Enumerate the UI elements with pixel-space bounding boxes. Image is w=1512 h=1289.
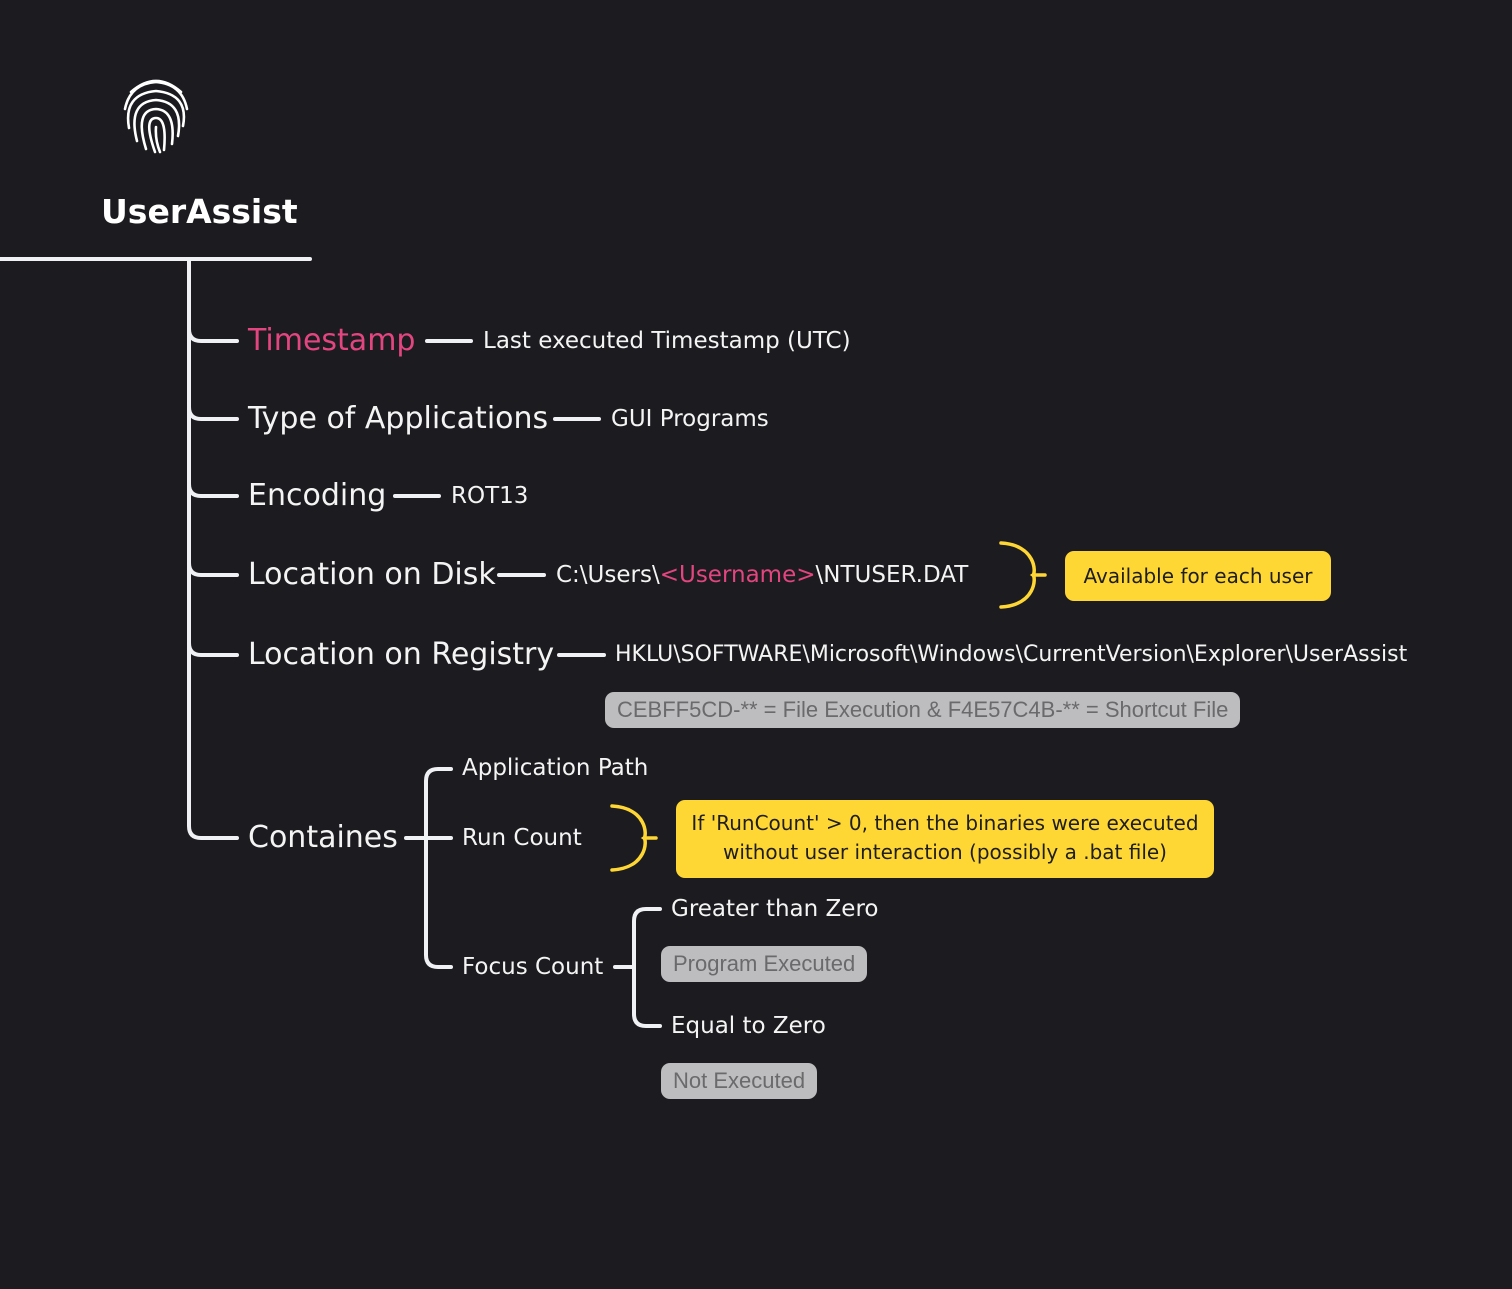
encoding-label: Encoding	[248, 478, 387, 513]
type-of-applications-label: Type of Applications	[248, 401, 549, 436]
containes-bracket	[424, 767, 453, 969]
focus-count-label: Focus Count	[462, 954, 604, 980]
branch-timestamp	[187, 327, 239, 343]
branch-encoding	[187, 482, 239, 498]
run-count-note: If 'RunCount' > 0, then the binaries wer…	[676, 800, 1214, 878]
main-trunk	[187, 257, 239, 840]
focus-bracket	[632, 907, 662, 1028]
fingerprint-icon	[123, 79, 189, 154]
containes-label: Containes	[248, 820, 398, 855]
run-count-note-line1: If 'RunCount' > 0, then the binaries wer…	[691, 811, 1199, 835]
disk-path-username: <Username>	[659, 562, 816, 588]
program-executed-chip: Program Executed	[661, 946, 868, 982]
timestamp-value: Last executed Timestamp (UTC)	[483, 328, 851, 354]
encoding-value: ROT13	[451, 483, 529, 509]
available-for-each-user-note: Available for each user	[1065, 551, 1331, 601]
branch-type	[187, 405, 239, 421]
disk-path-prefix: C:\Users\	[556, 562, 660, 588]
greater-than-zero-label: Greater than Zero	[671, 896, 879, 922]
location-on-registry-value: HKLU\SOFTWARE\Microsoft\Windows\CurrentV…	[615, 642, 1408, 667]
registry-guid-note: CEBFF5CD-** = File Execution & F4E57C4B-…	[605, 692, 1241, 728]
equal-to-zero-label: Equal to Zero	[671, 1013, 826, 1039]
run-count-note-line2: without user interaction (possibly a .ba…	[722, 840, 1167, 864]
not-executed-chip: Not Executed	[661, 1063, 818, 1099]
disk-path-suffix: \NTUSER.DAT	[815, 562, 969, 588]
timestamp-label: Timestamp	[248, 323, 416, 358]
disk-brace	[999, 541, 1047, 609]
location-on-disk-label: Location on Disk	[248, 557, 496, 592]
location-on-registry-label: Location on Registry	[248, 637, 555, 672]
run-count-label: Run Count	[462, 825, 582, 851]
runcount-brace	[610, 804, 658, 872]
branch-registry	[187, 641, 239, 657]
application-path-label: Application Path	[462, 755, 649, 781]
branch-disk	[187, 561, 239, 577]
type-of-applications-value: GUI Programs	[611, 406, 769, 432]
location-on-disk-value: C:\Users\<Username>\NTUSER.DAT	[556, 560, 968, 590]
page-title: UserAssist	[101, 192, 298, 231]
